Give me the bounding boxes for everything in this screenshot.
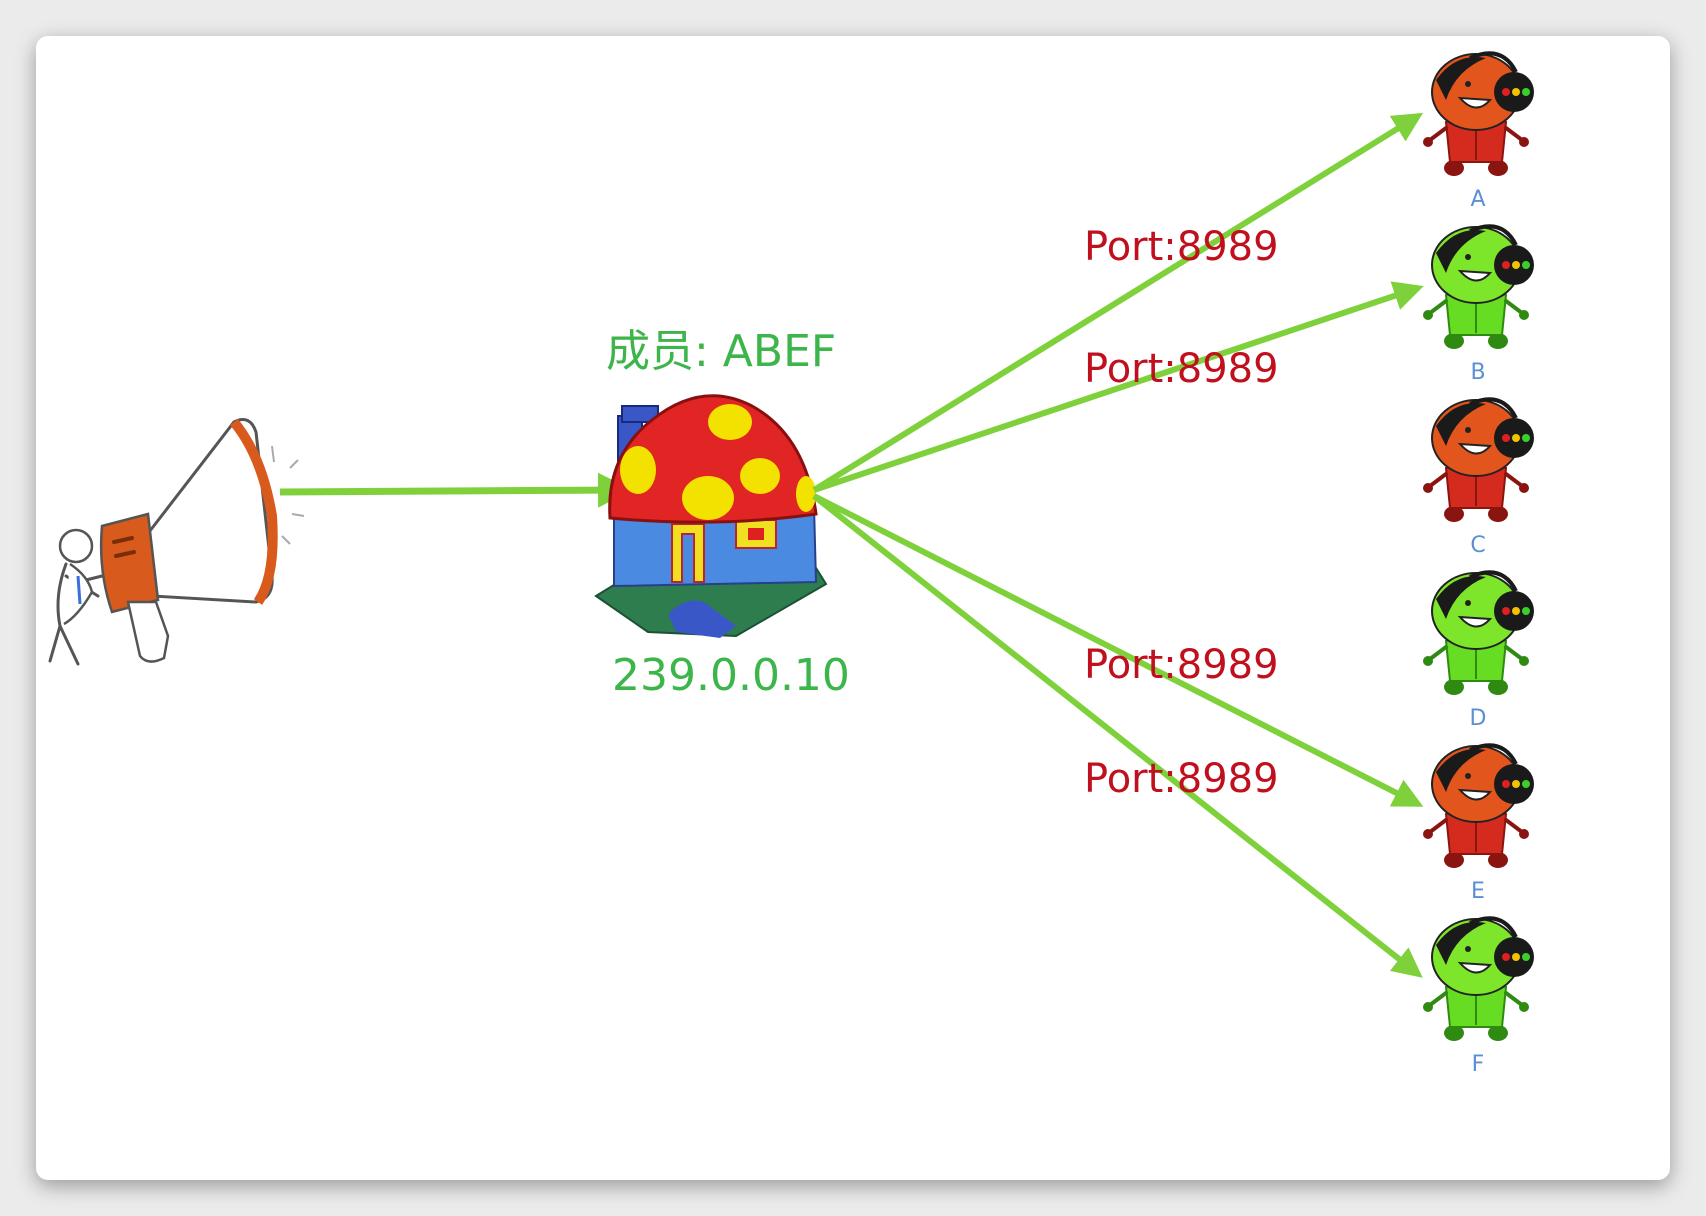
member-letter: D [1470,706,1487,731]
member-list: A B C D E F [1423,51,1534,1077]
arrow-to-member-e [812,493,1424,807]
diagram-card: 成员: ABEF 239.0.0.10 Port:8989 Port:8989 … [36,36,1670,1180]
member-letter: E [1471,879,1485,904]
member-letter: C [1470,533,1485,558]
traffic-light-mascot-icon [1423,224,1534,349]
traffic-light-mascot-icon [1423,397,1534,522]
traffic-light-mascot-icon [1423,743,1534,868]
multicast-diagram: 成员: ABEF 239.0.0.10 Port:8989 Port:8989 … [48,51,1534,1077]
member-b: B [1423,224,1534,385]
port-label: Port:8989 [1084,224,1279,270]
member-letter: A [1470,187,1485,212]
traffic-light-mascot-icon [1423,51,1534,176]
port-label: Port:8989 [1084,346,1279,392]
port-label: Port:8989 [1084,642,1279,688]
group-members-label: 成员: ABEF [606,326,836,377]
person-megaphone-icon [48,418,305,666]
traffic-light-mascot-icon [1423,570,1534,695]
member-e: E [1423,743,1534,904]
member-c: C [1423,397,1534,558]
arrow-to-member-b [813,281,1424,493]
port-label: Port:8989 [1084,756,1279,802]
member-letter: F [1472,1052,1485,1077]
member-a: A [1423,51,1534,212]
arrow-to-member-a [812,112,1424,493]
member-d: D [1423,570,1534,731]
member-letter: B [1470,360,1485,385]
mushroom-house-icon [594,394,828,638]
member-f: F [1423,916,1534,1077]
arrow-to-member-f [812,493,1423,978]
traffic-light-mascot-icon [1423,916,1534,1041]
arrow-sender-to-group [279,472,633,508]
group-address-label: 239.0.0.10 [612,650,850,701]
